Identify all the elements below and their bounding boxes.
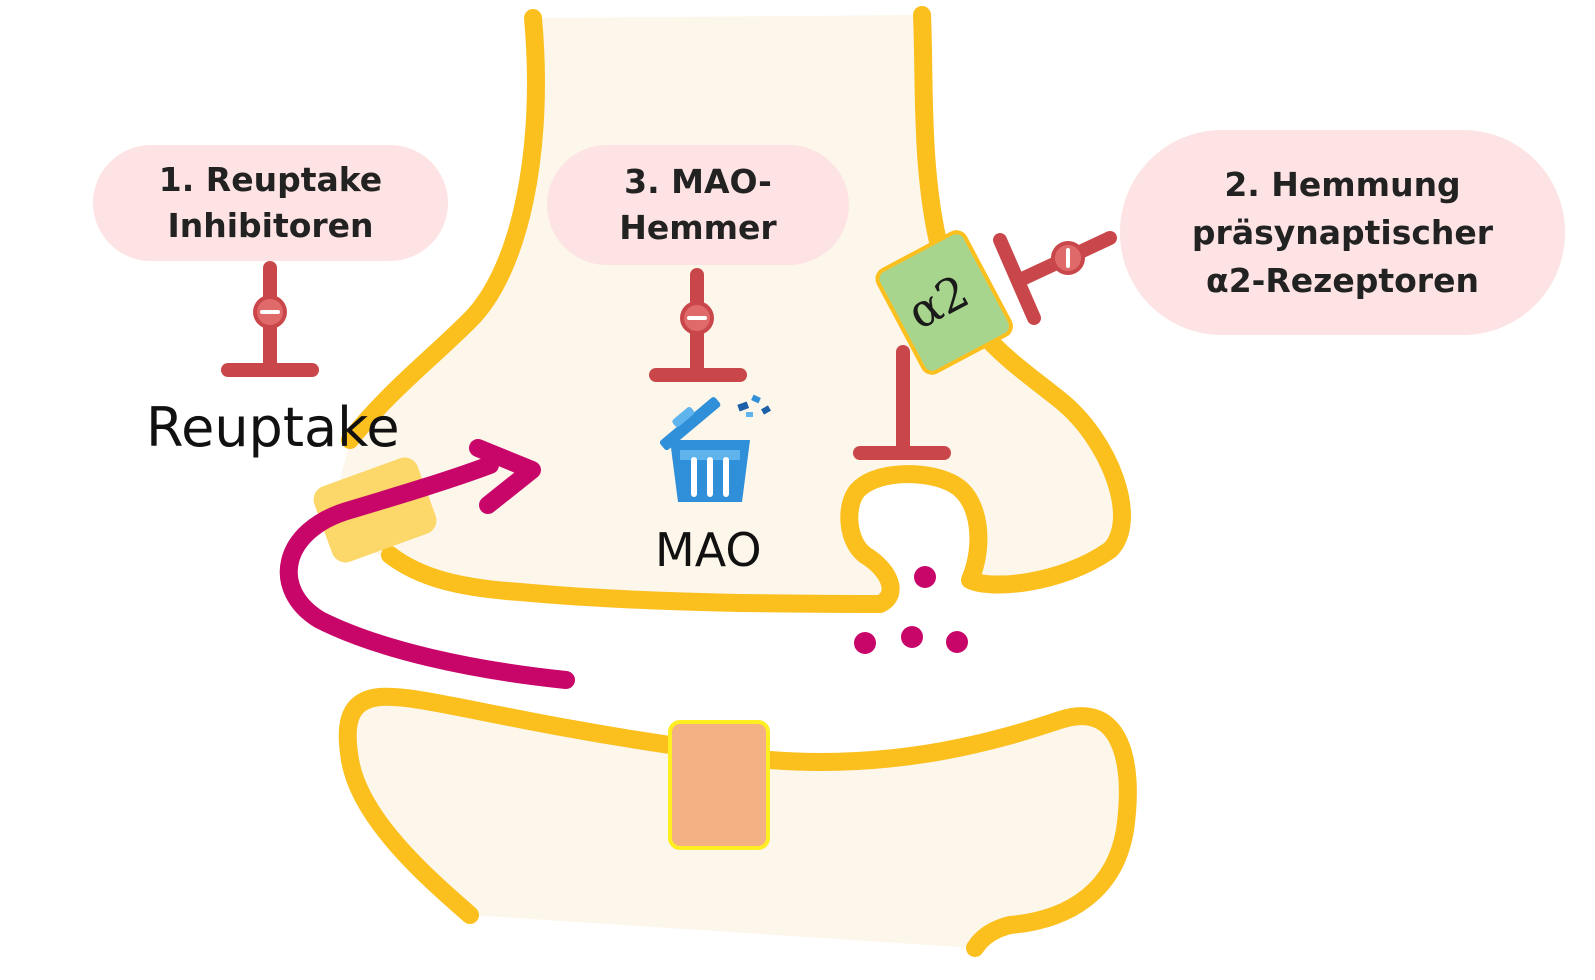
- neurotransmitter-dot: [854, 632, 876, 654]
- neurotransmitter-dot: [946, 631, 968, 653]
- mao-inhibitors-label: 3. MAO- Hemmer: [619, 162, 777, 247]
- mao-label: MAO: [655, 523, 762, 577]
- trash-icon: [659, 394, 771, 502]
- reuptake-inhibitors-pill: 1. Reuptake Inhibitoren: [93, 145, 448, 261]
- postsynaptic-membrane: [338, 687, 1137, 957]
- alpha2-inhibition-label: 2. Hemmung präsynaptischer α2-Rezeptoren: [1191, 164, 1494, 300]
- neurotransmitter-dot: [901, 626, 923, 648]
- alpha2-inhibition-pill: 2. Hemmung präsynaptischer α2-Rezeptoren: [1120, 130, 1565, 335]
- reuptake-inhibitors-label: 1. Reuptake Inhibitoren: [158, 160, 383, 245]
- reuptake-arrowhead-icon: [469, 439, 541, 514]
- neurotransmitter-dot: [914, 566, 936, 588]
- reuptake-label: Reuptake: [146, 396, 400, 459]
- postsynaptic-receptor: [668, 720, 770, 850]
- mao-minus-icon: [680, 301, 714, 335]
- alpha2-autoinhibition-inhibitor-bar-icon: [853, 345, 951, 460]
- reuptake-minus-icon: [253, 295, 287, 329]
- neurotransmitters: [854, 566, 968, 654]
- mao-inhibitors-pill: 3. MAO- Hemmer: [547, 145, 849, 265]
- reuptake-arrow-icon: [279, 456, 575, 689]
- alpha2-minus-icon: [1051, 241, 1085, 275]
- alpha2-receptor: [875, 230, 1013, 375]
